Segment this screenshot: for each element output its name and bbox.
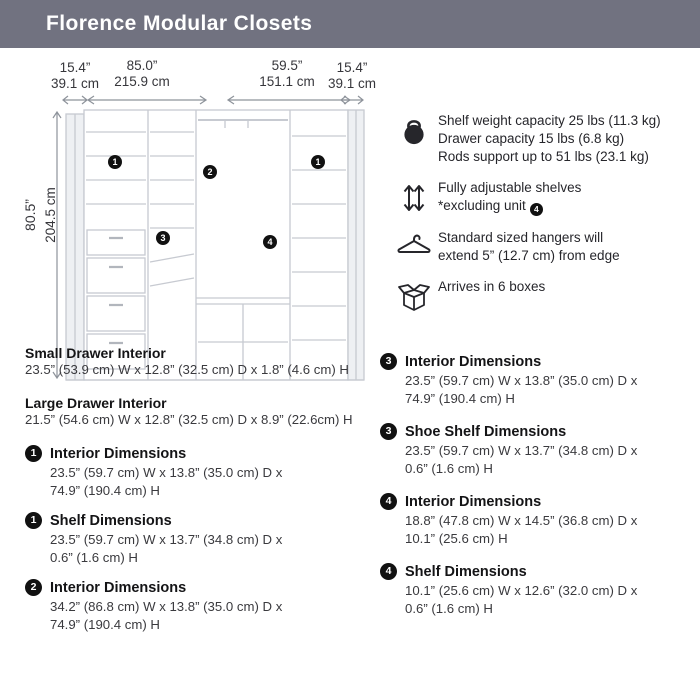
hanger-icon [390,229,438,265]
right-unit-shelves [292,135,346,341]
spec-dimensions: 34.2” (86.8 cm) W x 13.8” (35.0 cm) D x [50,599,283,614]
dimension-label-right-panel: 15.4” 39.1 cm [310,60,394,92]
height-dimension-inches: 80.5” [22,199,38,231]
feature-text: Fully adjustable shelves *excluding unit… [438,179,581,216]
open-box-icon [390,278,438,312]
kettlebell-icon [390,112,438,166]
spec-dimensions: 74.9” (190.4 cm) H [405,391,515,406]
spec-unit3-shoe-shelf: 3 Shoe Shelf Dimensions 23.5” (59.7 cm) … [380,423,696,478]
spec-dimensions: 23.5” (59.7 cm) W x 13.8” (35.0 cm) D x [405,373,638,388]
dimension-inches: 85.0” [126,58,158,73]
unit-badge: 1 [25,445,42,462]
feature-adjustable-shelves: Fully adjustable shelves *excluding unit… [390,179,692,216]
drawer-handles [109,236,123,345]
closet-carcass [65,109,365,381]
spec-unit3-interior: 3 Interior Dimensions 23.5” (59.7 cm) W … [380,353,696,408]
feature-line: Rods support up to 51 lbs (23.1 kg) [438,149,649,164]
spec-dimensions: 0.6” (1.6 cm) H [405,601,493,616]
unit-badge-4-inline: 4 [529,202,543,216]
dimension-arrows [52,95,364,380]
rod-hooks [224,120,249,128]
unit-badge: 3 [380,353,397,370]
unit-badge-4: 4 [263,235,277,249]
unit-badge: 4 [380,493,397,510]
spec-dimensions: 23.5” (59.7 cm) W x 13.7” (34.8 cm) D x [405,443,638,458]
shoe-unit-shelves [150,131,194,229]
specs-column-right: 3 Interior Dimensions 23.5” (59.7 cm) W … [380,353,696,633]
spec-dimensions: 23.5” (59.7 cm) W x 13.7” (34.8 cm) D x [50,532,283,547]
feature-line: Standard sized hangers will [438,229,604,245]
feature-hangers: Standard sized hangers will extend 5” (1… [390,229,692,265]
unit-badge: 4 [380,563,397,580]
feature-text: Shelf weight capacity 25 lbs (11.3 kg) D… [438,112,661,166]
spec-unit1-shelf: 1 Shelf Dimensions 23.5” (59.7 cm) W x 1… [25,512,377,567]
feature-line: Shelf weight capacity 25 lbs (11.3 kg) [438,113,661,128]
unit-badge-3: 3 [156,231,170,245]
dimension-cm: 151.1 cm [259,74,315,89]
spec-dimensions: 23.5” (53.9 cm) W x 12.8” (32.5 cm) D x … [25,362,349,377]
feature-line: Fully adjustable shelves [438,180,582,195]
closet-diagram: 80.5” 204.5 cm [0,48,700,400]
dimension-label-left-panel: 15.4” 39.1 cm [33,60,117,92]
spec-dimensions: 10.1” (25.6 cm) W x 12.6” (32.0 cm) D x [405,583,638,598]
corner-unit [196,297,290,380]
spec-title: Interior Dimensions [50,445,187,462]
dimension-inches: 59.5” [271,58,303,73]
dimension-label-right-wall: 59.5” 151.1 cm [245,58,329,90]
feature-line: Arrives in 6 boxes [438,278,546,294]
feature-list: Shelf weight capacity 25 lbs (11.3 kg) D… [390,112,692,325]
header-bar: Florence Modular Closets [0,0,700,48]
spec-title: Small Drawer Interior [25,345,166,361]
spec-unit4-shelf: 4 Shelf Dimensions 10.1” (25.6 cm) W x 1… [380,563,696,618]
unit-badge: 2 [25,579,42,596]
spec-title: Interior Dimensions [50,579,187,596]
unit-badge-1-left: 1 [108,155,122,169]
page-title: Florence Modular Closets [46,12,313,35]
dimension-inches: 15.4” [336,60,368,75]
spec-unit1-interior: 1 Interior Dimensions 23.5” (59.7 cm) W … [25,445,377,500]
feature-text: Arrives in 6 boxes [438,278,545,312]
spec-dimensions: 0.6” (1.6 cm) H [50,550,138,565]
spec-unit4-interior: 4 Interior Dimensions 18.8” (47.8 cm) W … [380,493,696,548]
feature-boxes: Arrives in 6 boxes [390,278,692,312]
dimension-cm: 39.1 cm [50,76,100,91]
spec-dimensions: 74.9” (190.4 cm) H [50,617,160,632]
spec-small-drawer: Small Drawer Interior 23.5” (53.9 cm) W … [25,345,377,379]
spec-title: Interior Dimensions [405,493,542,510]
spec-dimensions: 18.8” (47.8 cm) W x 14.5” (36.8 cm) D x [405,513,638,528]
feature-weight-capacity: Shelf weight capacity 25 lbs (11.3 kg) D… [390,112,692,166]
spec-title: Interior Dimensions [405,353,542,370]
closet-line-art: 80.5” 204.5 cm [22,95,365,381]
unit-badge-2: 2 [203,165,217,179]
feature-line: extend 5” (12.7 cm) from edge [438,247,620,263]
adjustable-shelves-icon [390,179,438,216]
spec-title: Shoe Shelf Dimensions [405,423,567,440]
spec-title: Shelf Dimensions [50,512,172,529]
spec-title: Shelf Dimensions [405,563,527,580]
spec-large-drawer: Large Drawer Interior 21.5” (54.6 cm) W … [25,395,377,429]
spec-title: Large Drawer Interior [25,395,167,411]
spec-unit2-interior: 2 Interior Dimensions 34.2” (86.8 cm) W … [25,579,377,634]
spec-dimensions: 10.1” (25.6 cm) H [405,531,508,546]
spec-dimensions: 0.6” (1.6 cm) H [405,461,493,476]
feature-line-text: *excluding unit [438,198,526,213]
drawer-stack [86,229,146,370]
slanted-shoe-shelves [149,253,195,287]
dimension-cm: 215.9 cm [114,74,170,89]
height-dimension-cm: 204.5 cm [43,187,58,243]
spec-dimensions: 23.5” (59.7 cm) W x 13.8” (35.0 cm) D x [50,465,283,480]
dimension-cm: 39.1 cm [327,76,377,91]
unit-badge: 1 [25,512,42,529]
dimension-label-left-wall: 85.0” 215.9 cm [100,58,184,90]
specs-column-left: Small Drawer Interior 23.5” (53.9 cm) W … [25,345,377,646]
unit-badge: 3 [380,423,397,440]
dimension-inches: 15.4” [59,60,91,75]
unit-badge-1-right: 1 [311,155,325,169]
spec-dimensions: 74.9” (190.4 cm) H [50,483,160,498]
spec-dimensions: 21.5” (54.6 cm) W x 12.8” (32.5 cm) D x … [25,412,353,427]
feature-text: Standard sized hangers will extend 5” (1… [438,229,620,265]
feature-line: Drawer capacity 15 lbs (6.8 kg) [438,131,625,146]
